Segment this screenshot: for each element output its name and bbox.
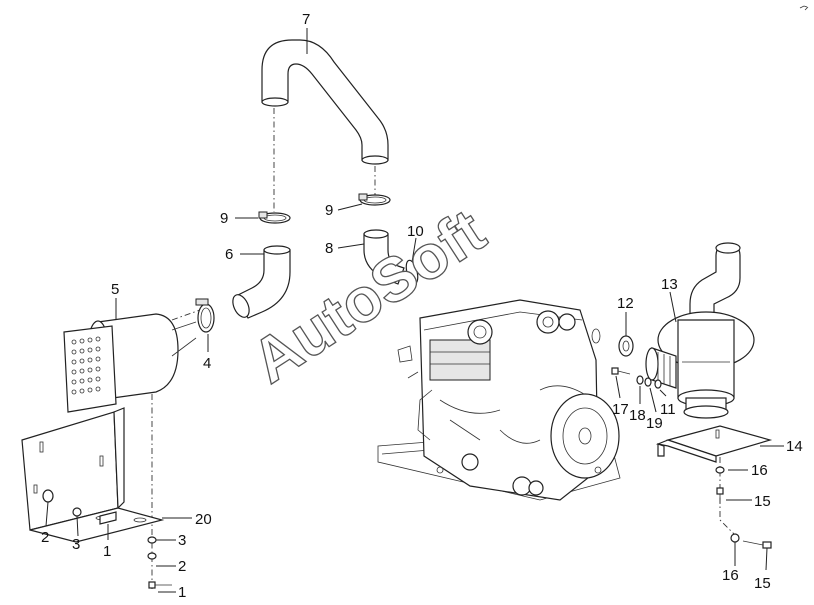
part-12-gasket — [591, 328, 634, 357]
filter-grille — [71, 336, 101, 395]
callout-17: 17 — [612, 401, 629, 418]
callout-13: 13 — [661, 276, 678, 293]
callout-3-bolt: 3 — [178, 532, 186, 549]
callout-9-left: 9 — [220, 210, 228, 227]
corner-mark — [799, 5, 809, 11]
part-4-clamp — [195, 298, 215, 333]
bracket-fasteners — [42, 489, 172, 589]
callout-4: 4 — [203, 355, 211, 372]
part-9-clamp-right — [358, 193, 391, 206]
callout-1-bolt: 1 — [178, 584, 186, 601]
callout-8: 8 — [325, 240, 333, 257]
callout-12: 12 — [617, 295, 634, 312]
callout-18: 18 — [629, 407, 646, 424]
part-9-clamp-left — [258, 211, 291, 224]
callout-11: 11 — [660, 401, 676, 418]
callout-19: 19 — [646, 415, 663, 432]
callout-2-bolt: 2 — [178, 558, 186, 575]
callout-6: 6 — [225, 246, 233, 263]
callout-5: 5 — [111, 281, 119, 298]
part-13-muffler — [645, 242, 755, 419]
callout-15-lower: 15 — [754, 575, 771, 592]
callout-14: 14 — [786, 438, 803, 455]
part-10-clamp — [405, 259, 419, 285]
part-8-elbow-hose — [363, 229, 405, 285]
callout-numbers: 7 9 9 10 6 8 5 4 12 13 17 18 19 11 14 16… — [41, 11, 803, 601]
part-14-muffler-bracket — [655, 425, 773, 463]
leader-lines — [45, 28, 784, 593]
callout-15-upper: 15 — [754, 493, 771, 510]
part-20-bracket — [21, 407, 165, 543]
part-5-air-filter — [63, 313, 197, 413]
part-6-elbow-hose — [232, 245, 291, 319]
callout-3-left: 3 — [72, 536, 80, 553]
part-7-upper-pipe — [261, 39, 389, 165]
callout-2-left: 2 — [41, 529, 49, 546]
muffler-fasteners — [611, 367, 662, 389]
callout-16-upper: 16 — [751, 462, 768, 479]
callout-16-lower: 16 — [722, 567, 739, 584]
callout-10: 10 — [407, 223, 424, 240]
callout-1-left: 1 — [103, 543, 111, 560]
callout-9-right: 9 — [325, 202, 333, 219]
callout-20: 20 — [195, 511, 212, 528]
callout-7: 7 — [302, 11, 310, 28]
engine-assembly — [377, 299, 621, 501]
